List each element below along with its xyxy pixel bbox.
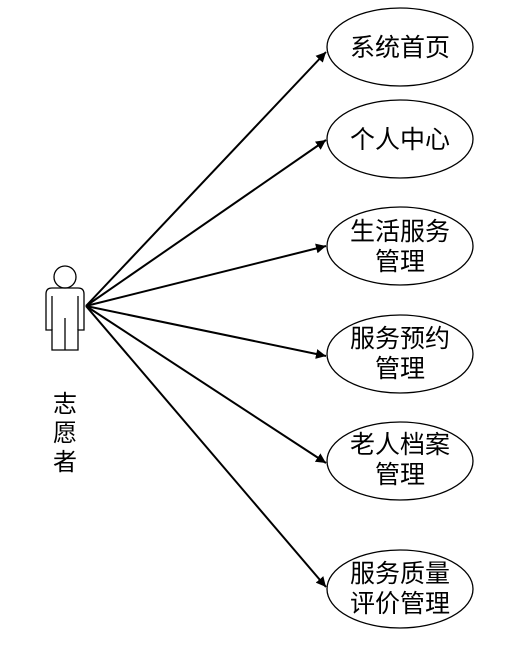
use-case-1-ellipse xyxy=(326,7,474,87)
use-case-5-label-line-2: 管理 xyxy=(375,460,425,489)
actor-label-char-2: 愿 xyxy=(53,419,77,447)
association-arrow-5 xyxy=(85,305,327,464)
use-case-3-ellipse xyxy=(326,206,474,286)
actor-body xyxy=(45,287,85,351)
actor-figure xyxy=(45,265,85,351)
use-case-6-label-line-2: 评价管理 xyxy=(350,589,450,618)
use-case-1-label: 系统首页 xyxy=(350,33,450,62)
use-case-2-ellipse xyxy=(326,99,474,179)
use-case-4-label-line-1: 服务预约 xyxy=(350,324,450,353)
use-case-5-label-line-1: 老人档案 xyxy=(350,430,450,459)
actor-label-char-1: 志 xyxy=(53,390,77,418)
use-case-2-label: 个人中心 xyxy=(350,125,450,154)
association-arrow-2 xyxy=(85,139,327,307)
use-case-4-label-line-2: 管理 xyxy=(375,354,425,383)
use-case-6-label-line-1: 服务质量 xyxy=(350,559,450,588)
actor-label-char-3: 者 xyxy=(53,448,77,476)
association-arrow-4 xyxy=(85,305,327,359)
use-case-3-label-line-1: 生活服务 xyxy=(350,217,450,246)
association-arrow-1 xyxy=(85,51,327,307)
association-arrow-3 xyxy=(85,243,327,307)
actor-label: 志 愿 者 xyxy=(53,390,77,476)
actor-head xyxy=(53,265,77,289)
use-case-3-label-line-2: 管理 xyxy=(375,247,425,276)
association-arrow-6 xyxy=(85,305,327,588)
use-case-6-ellipse xyxy=(326,549,474,629)
use-case-5-ellipse xyxy=(326,421,474,501)
use-case-4-ellipse xyxy=(326,314,474,394)
